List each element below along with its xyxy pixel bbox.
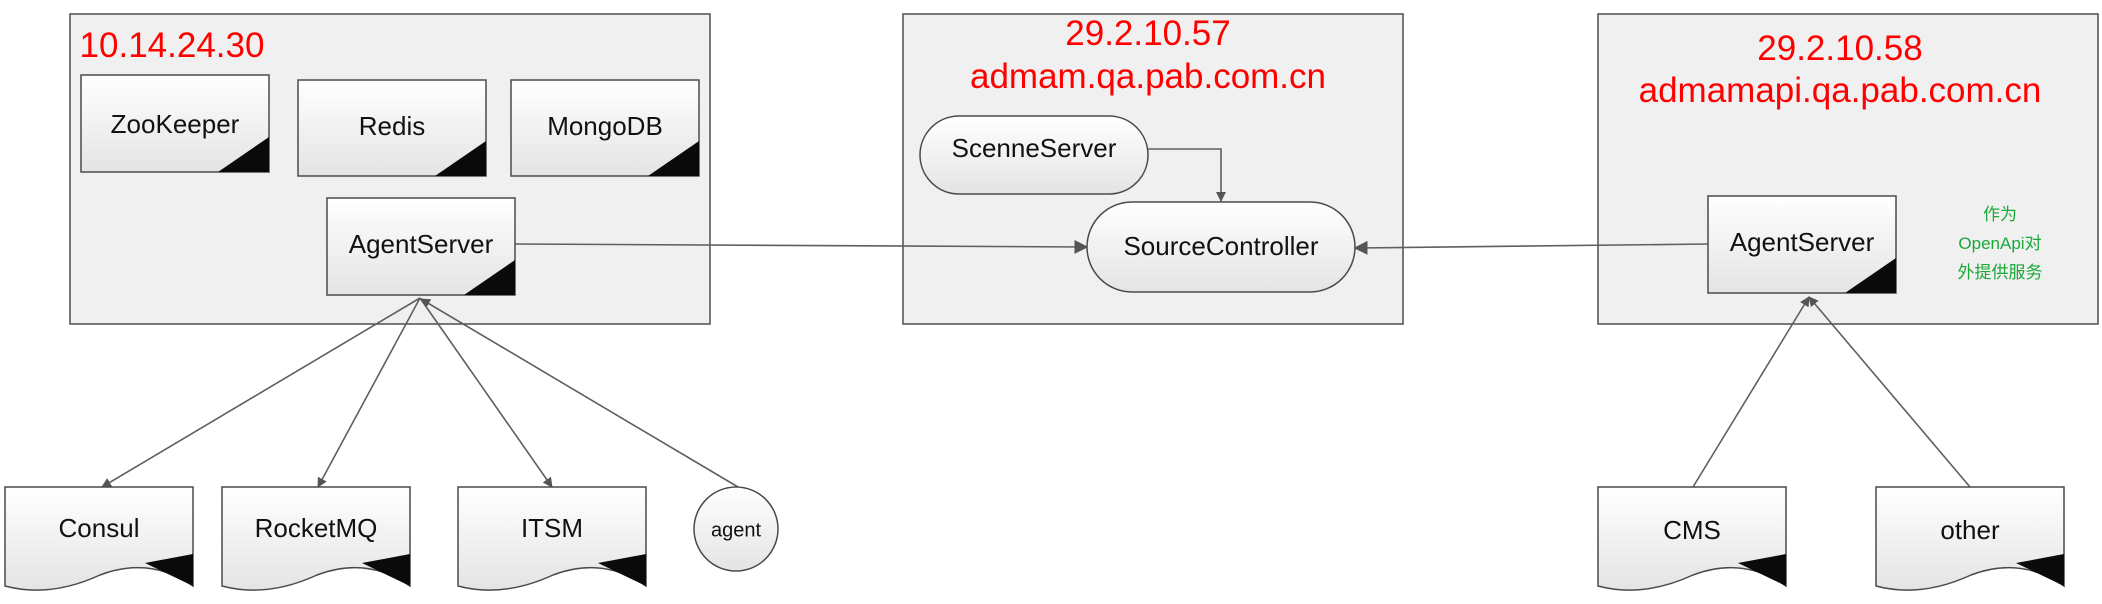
node-cms-label: CMS xyxy=(1663,515,1721,545)
edge-agentserver-to-itsm xyxy=(419,297,553,488)
node-zookeeper-label: ZooKeeper xyxy=(111,109,240,139)
edge-cms-to-agentserver xyxy=(1692,296,1810,488)
zone-middle-title-host: admam.qa.pab.com.cn xyxy=(970,57,1326,96)
node-agent-label: agent xyxy=(711,519,761,541)
node-rocketmq-label: RocketMQ xyxy=(255,513,378,543)
openapi-note-line3: 外提供服务 xyxy=(1958,263,2043,282)
node-redis[interactable]: Redis xyxy=(297,79,487,177)
edge-agentserver-to-consul xyxy=(101,297,421,488)
node-scenneserver[interactable]: ScenneServer xyxy=(919,115,1149,195)
node-sourcecontroller[interactable]: SourceController xyxy=(1086,201,1356,293)
node-agentserver-left[interactable]: AgentServer xyxy=(326,197,516,296)
node-agentserver-right-label: AgentServer xyxy=(1730,227,1875,257)
node-cms[interactable]: CMS xyxy=(1597,486,1787,591)
zone-middle-title-ip: 29.2.10.57 xyxy=(1065,14,1230,53)
node-mongodb[interactable]: MongoDB xyxy=(510,79,700,177)
node-other-label: other xyxy=(1940,515,2000,545)
node-redis-label: Redis xyxy=(359,111,425,141)
node-itsm-label: ITSM xyxy=(521,513,583,543)
zone-left-title: 10.14.24.30 xyxy=(80,26,265,65)
zone-right-title-ip: 29.2.10.58 xyxy=(1757,29,1922,68)
edge-agentserver-right-to-sourcecontroller xyxy=(1353,240,1709,255)
edges xyxy=(101,148,1971,488)
openapi-note-line1: 作为 xyxy=(1983,205,2017,224)
edge-agentserver-to-rocketmq xyxy=(317,297,421,488)
node-agent[interactable]: agent xyxy=(693,486,779,572)
node-zookeeper[interactable]: ZooKeeper xyxy=(80,74,270,173)
zone-right-title-host: admamapi.qa.pab.com.cn xyxy=(1639,71,2042,110)
edge-scenneserver-to-sourcecontroller xyxy=(1146,148,1226,202)
openapi-note-line2: OpenApi对 xyxy=(1958,234,2041,253)
node-scenneserver-label: ScenneServer xyxy=(952,133,1117,163)
node-consul[interactable]: Consul xyxy=(4,486,194,591)
node-itsm[interactable]: ITSM xyxy=(457,486,647,591)
node-sourcecontroller-label: SourceController xyxy=(1123,231,1318,261)
node-agentserver-right[interactable]: AgentServer xyxy=(1707,195,1897,294)
edge-agentserver-to-sourcecontroller xyxy=(514,239,1089,254)
node-other[interactable]: other xyxy=(1875,486,2065,591)
node-consul-label: Consul xyxy=(59,513,140,543)
node-rocketmq[interactable]: RocketMQ xyxy=(221,486,411,591)
edge-other-to-agentserver xyxy=(1808,296,1971,488)
node-agentserver-left-label: AgentServer xyxy=(349,229,494,259)
edge-agent-to-agentserver xyxy=(420,298,739,488)
node-mongodb-label: MongoDB xyxy=(547,111,663,141)
